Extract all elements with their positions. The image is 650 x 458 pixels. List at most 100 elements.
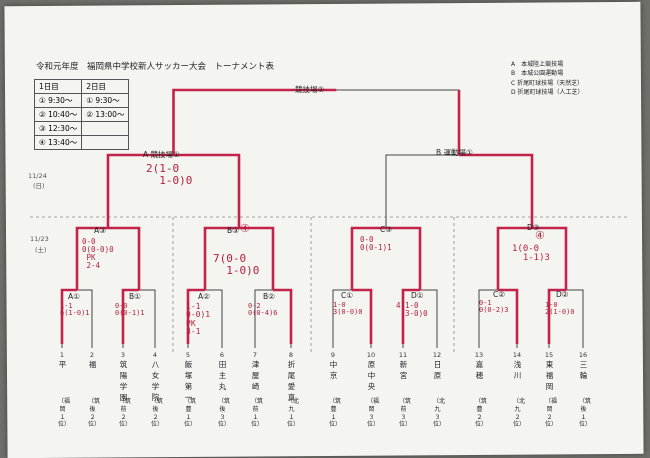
team-name: 八女学院 [151,360,160,402]
winner-path [60,288,77,344]
winner-path [401,288,420,344]
team-name: 筑陽学園 [119,360,128,402]
qf-mark: ④ [535,229,545,242]
team-number: 6 [219,351,225,359]
team-region: （北九３位） [433,398,446,429]
schedule-table: 1日目 2日目 ① 9:30～ ① 9:30～ ② 10:40～ ② 13:00… [33,79,130,150]
venue-legend: A 本城陸上競技場 B 本城公園運動場 C 折尾町球技場（天然芝） D 折尾町球… [511,60,584,97]
team-number: 2 [89,351,95,359]
team-region: （福岡１位） [58,398,71,429]
winner-path [498,288,519,344]
team-region: （筑後３位） [218,398,231,429]
winner-path [121,288,139,344]
final-bracket [173,89,460,155]
team-region: （北九２位） [513,398,526,429]
team-name: 日原 [433,360,442,380]
team-region: （北九１位） [287,398,300,429]
date-day2: 11/24 [28,172,47,180]
r1-score: 1-1 0-0)1 PK 3-1 [186,302,211,337]
team-number: 4 [152,351,158,359]
winner-path [459,153,534,228]
team-number: 1 [59,351,65,359]
r1-score: 0-2 0(0-4)6 [248,302,278,318]
schedule-slot: ④ 13:40～ [33,135,83,150]
team-number: 14 [512,351,522,359]
schedule-header-day1: 1日目 [33,79,83,94]
r1-venue-label: D② [556,290,569,299]
semi-venue-label: A 競技場① [143,150,180,159]
r1-score: 1-0 3(0-0)0 [333,301,363,317]
team-number: 5 [185,351,191,359]
winner-path [547,288,566,344]
team-name: 福 [88,360,97,369]
schedule-slot: ② 10:40～ [33,107,83,122]
legend-item: D 折尾町球技場（人工芝） [511,88,584,96]
team-number: 12 [432,351,442,359]
team-number: 7 [252,351,258,359]
qf-venue-label: D③ [527,223,540,232]
r1-score: 4(1-0 3-0)0 [396,301,428,318]
r1-venue-label: B① [129,292,141,301]
qf-venue-label: B③ [227,226,239,235]
team-region: （筑前２位） [119,398,132,429]
team-name: 原中央 [367,360,376,391]
winner-path [75,226,141,290]
r1-venue-label: A① [68,292,80,301]
r1-venue-label: D① [411,291,424,300]
team-region: （福岡３位） [367,398,380,429]
qf-venue-label: C③ [380,225,392,234]
team-region: （筑豊２位） [475,398,488,429]
legend-item: A 本城陸上競技場 [511,61,564,68]
semi-venue-label: B 運動場① [436,148,473,157]
team-region: （筑後１位） [579,398,592,429]
team-number: 11 [398,351,408,359]
winner-path [186,288,205,344]
team-region: （筑豊１位） [329,398,342,429]
r1-score: 1-1 6(1-0)1 [60,302,90,318]
winner-path [350,226,422,290]
team-name: 平 [58,360,67,369]
date-day1-dow: (土) [35,246,47,254]
team-name: 中京 [329,360,338,380]
team-name: 新宮 [399,360,408,380]
final-venue-label: 競技場② [295,85,325,94]
winner-path [106,153,174,228]
schedule-header-day2: 2日目 [81,79,130,94]
team-name: 東福岡 [545,360,554,391]
r1-score: 0-1 0(0-2)3 [479,299,509,315]
qf-score: 0-0 0(0-1)1 [360,235,392,252]
winner-path [173,153,241,228]
team-region: （筑前１位） [251,398,264,429]
qf-score: 1(0-0 1-1)3 [512,244,550,264]
page-title: 令和元年度 福岡県中学校新人サッカー大会 トーナメント表 [36,62,275,72]
team-region: （筑豊１位） [184,398,197,429]
schedule-empty [81,121,130,136]
r1-score: 1-0 2(1-0)0 [545,301,575,317]
winner-path [172,88,337,155]
team-name: 飯塚第一 [184,360,193,402]
team-number: 8 [288,351,294,359]
winner-path [273,288,293,344]
team-name: 浅川 [513,360,522,380]
legend-item: C 折尾町球技場（天然芝） [511,79,584,87]
team-region: （筑後２位） [151,398,164,429]
team-name: 三輪 [579,360,588,380]
team-region: （福岡２位） [545,398,558,429]
team-number: 13 [474,351,484,359]
qf-score: 7(0-0 1-0)0 [213,252,260,277]
qf-mark: ④ [240,222,250,235]
team-number: 15 [544,351,554,359]
r1-venue-label: C① [341,291,353,300]
r1-venue-label: C② [493,290,505,299]
date-day1: 11/23 [30,235,49,243]
team-number: 9 [330,351,336,359]
team-region: （筑前３位） [399,398,412,429]
team-number: 3 [120,351,126,359]
team-name: 折尾愛真 [287,360,296,402]
schedule-slot: ② 13:00～ [81,107,130,122]
team-name: 田主丸 [218,360,227,391]
schedule-slot: ③ 12:30～ [33,121,83,136]
schedule-slot: ① 9:30～ [33,93,83,108]
